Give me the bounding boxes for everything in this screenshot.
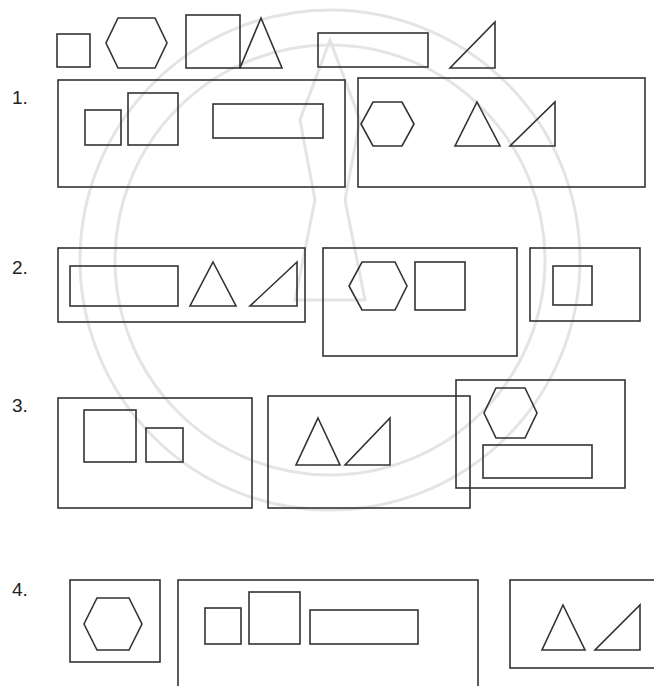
option-number: 1. [12, 88, 28, 107]
option-number: 3. [12, 396, 28, 415]
option-number: 2. [12, 258, 28, 277]
option-number: 4. [12, 580, 28, 599]
watermark [80, 10, 580, 510]
